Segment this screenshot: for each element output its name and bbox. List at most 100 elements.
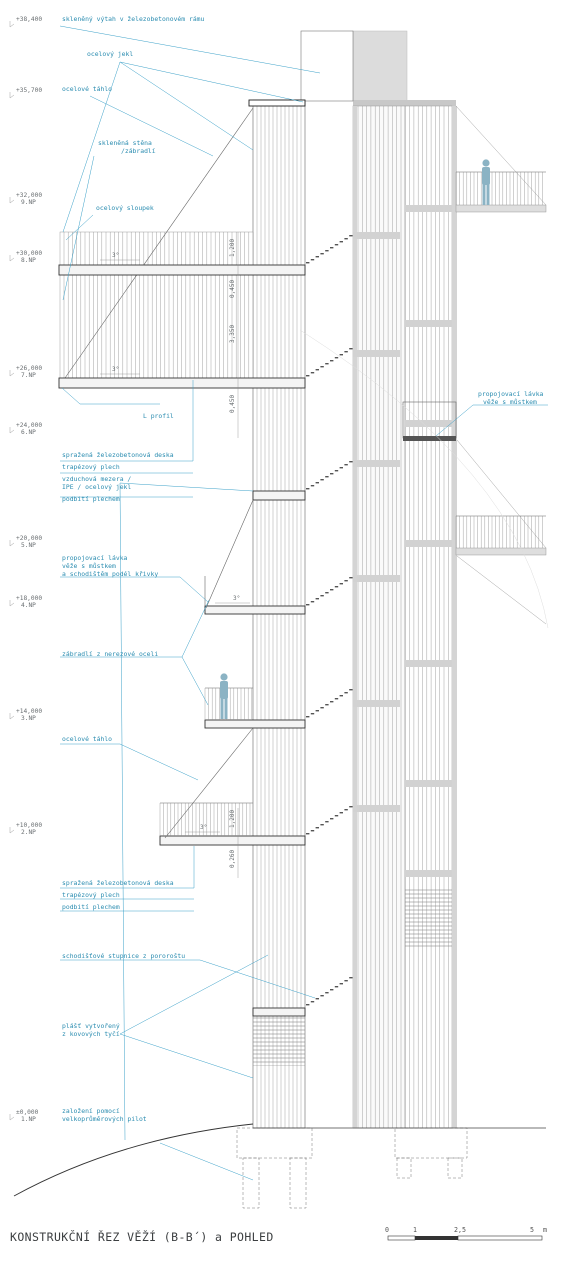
slab-3np: [204, 719, 306, 729]
right-upper-railing: [455, 171, 546, 205]
right-upper-platform: [455, 204, 547, 213]
ann-bridge-right-2: věže s můstkem: [483, 398, 537, 406]
level-floor-3: 8.NP: [21, 257, 36, 264]
ann-foundation-1: založení pomocí: [62, 1107, 120, 1115]
tower-frame-right: [452, 106, 457, 1128]
level-value-5: +24,000: [16, 422, 42, 429]
ann-glass-wall-1: skleněná stěna: [98, 139, 152, 147]
tower-vertical-rods: [357, 106, 449, 1128]
slab-7np: [58, 377, 306, 389]
ann-trapezoid-sheet-2: trapézový plech: [62, 891, 120, 899]
scale-tick-2: 2,5: [454, 1226, 466, 1234]
level-floor-9: 2.NP: [21, 829, 36, 836]
level-value-4: +26,000: [16, 365, 42, 372]
level-value-9: +10,000: [16, 822, 42, 829]
slope-marks: 3° 3° 3° 3°: [100, 252, 250, 833]
slab-1np-landing: [252, 1007, 306, 1017]
level-labels: +38,400+35,700+32,0009.NP+30,0008.NP+26,…: [16, 16, 42, 1123]
ann-bridge-stairs-3: a schodištěm podél křivky: [62, 570, 158, 578]
slope-2np: 3°: [200, 824, 207, 831]
dim-3350: 3,350: [229, 325, 236, 343]
steel-rod-upper: [205, 499, 254, 609]
ann-composite-slab-2: spražená železobetonová deska: [62, 879, 174, 887]
scale-tick-unit: m: [543, 1226, 547, 1234]
left-tower-section: [58, 30, 468, 1209]
ann-foundation-2: velkoprůměrových pilot: [62, 1115, 147, 1123]
person-figure-left: [220, 673, 228, 719]
stair-flights: [306, 235, 353, 1006]
slope-4np: 3°: [233, 595, 240, 602]
railing-2np: [159, 802, 253, 836]
terrain-curve: [13, 1123, 254, 1197]
level-markers: [9, 21, 15, 1121]
lift-shaft-top: [352, 30, 408, 102]
ann-steel-rod-top: ocelové táhlo: [62, 85, 112, 93]
tower-horizontal-bands: [353, 205, 452, 877]
ann-cladding-2: z kovových tyčí: [62, 1030, 120, 1038]
right-bridge-deck: [403, 436, 456, 441]
level-value-3: +30,000: [16, 250, 42, 257]
slab-2np: [159, 835, 306, 846]
person-figure-right: [482, 159, 490, 205]
dim-1200-low: 1,200: [229, 810, 236, 828]
ann-trapezoid-sheet-1: trapézový plech: [62, 463, 120, 471]
ann-composite-slab-1: spražená železobetonová deska: [62, 451, 174, 459]
right-upper-stay: [455, 105, 547, 206]
tower-body-left: [352, 105, 406, 1129]
slab-8np: [58, 264, 306, 276]
right-lower-railing: [455, 515, 546, 548]
slab-4np: [204, 605, 306, 615]
slab-6np: [252, 490, 306, 501]
level-value-2: +32,000: [16, 192, 42, 199]
scale-tick-3: 5: [530, 1226, 534, 1234]
ann-glass-wall-2: /zábradlí: [121, 147, 156, 155]
hall-diagonal-brace: [64, 107, 254, 379]
tower-cap: [353, 100, 456, 106]
level-value-7: +18,000: [16, 595, 42, 602]
level-floor-5: 6.NP: [21, 429, 36, 436]
ann-glass-lift: skleněný výtah v železobetonovém rámu: [62, 15, 205, 23]
leader-lines: [59, 25, 548, 1181]
ann-air-gap-2: IPE / ocelový jekl: [62, 483, 131, 491]
ann-air-gap-1: vzduchová mezera /: [62, 475, 131, 483]
scale-bar: 0 1 2,5 5 m: [385, 1226, 547, 1241]
top-beam: [248, 99, 306, 107]
tower-frame-left: [353, 106, 357, 1128]
dim-0450-top: 0,450: [229, 280, 236, 298]
ann-stair-treads: schodišťové stupnice z pororoštu: [62, 951, 185, 960]
ann-bridge-stairs-1: propojovací lávka: [62, 554, 128, 562]
tower-body-core: [404, 105, 453, 1129]
drawing-title: KONSTRUKČNÍ ŘEZ VĚŽÍ (B-B´) a POHLED: [10, 1229, 274, 1244]
level-floor-4: 7.NP: [21, 372, 36, 379]
ann-l-profile: L profil: [143, 412, 174, 420]
ann-steel-rod-low: ocelové táhlo: [62, 735, 112, 743]
railing-3np: [204, 687, 253, 720]
scale-tick-0: 0: [385, 1226, 389, 1234]
level-value-10: ±0,000: [16, 1109, 39, 1116]
glass-hall-rods: [63, 232, 254, 378]
scale-tick-1: 1: [413, 1226, 417, 1234]
section-shaft-rods: [256, 106, 302, 1128]
level-floor-2: 9.NP: [21, 199, 36, 206]
dim-0260: 0,260: [229, 850, 236, 868]
ann-steel-jekl: ocelový jekl: [87, 50, 133, 58]
glass-lift-box: [300, 30, 354, 102]
ann-bridge-stairs-2: věže s můstkem: [62, 562, 116, 570]
ann-underside-1: podbití plechem: [62, 495, 120, 503]
tower-grate-panel: [405, 888, 452, 948]
dimension-labels: 1,200 0,450 3,350 0,450 1,200 0,260: [229, 232, 239, 878]
dim-0450-low: 0,450: [229, 395, 236, 413]
level-value-8: +14,000: [16, 708, 42, 715]
annotations: skleněný výtah v železobetonovém rámu oc…: [62, 15, 544, 1123]
level-floor-7: 4.NP: [21, 602, 36, 609]
level-value-1: +35,700: [16, 87, 42, 94]
right-tower-elevation: [352, 30, 547, 1129]
ann-cladding-1: plášť vytvořený: [62, 1021, 120, 1030]
right-lower-platform: [455, 547, 547, 556]
right-ground-stay: [456, 555, 547, 625]
level-value-6: +20,000: [16, 535, 42, 542]
level-floor-6: 5.NP: [21, 542, 36, 549]
slope-7np: 3°: [112, 366, 119, 373]
ann-bridge-right-1: propojovací lávka: [478, 390, 544, 398]
